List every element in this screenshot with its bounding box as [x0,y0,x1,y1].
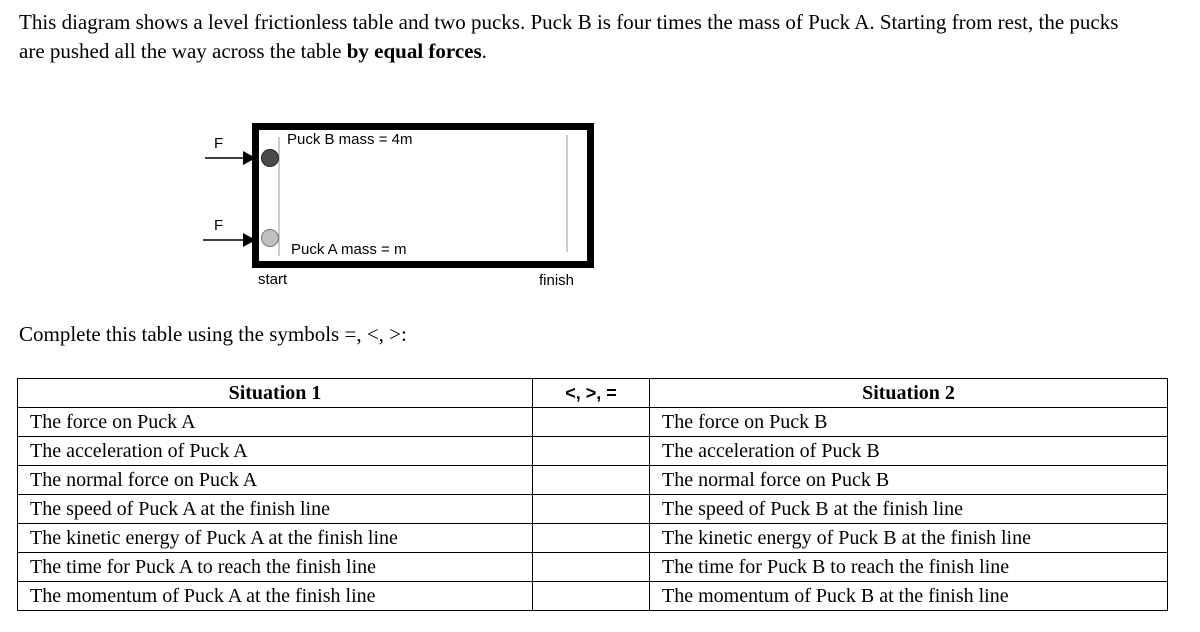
comparison-input[interactable] [532,436,650,466]
start-label: start [258,271,288,288]
finish-label: finish [539,272,575,289]
intro-end: . [481,39,487,63]
situation-2-cell: The kinetic energy of Puck B at the fini… [649,523,1168,553]
situation-1-cell: The normal force on Puck A [17,465,533,495]
comparison-table: Situation 1 <, >, = Situation 2 The forc… [17,378,1168,611]
puck-b-label: Puck B mass = 4m [287,131,413,148]
comparison-input[interactable] [532,581,650,611]
puck-a-label: Puck A mass = m [291,241,407,258]
table-row: The acceleration of Puck A The accelerati… [17,436,1168,466]
header-row: Situation 1 <, >, = Situation 2 [17,378,1168,408]
situation-1-cell: The force on Puck A [17,407,533,437]
situation-1-cell: The momentum of Puck A at the finish lin… [17,581,533,611]
intro-paragraph: This diagram shows a level frictionless … [19,8,1139,66]
situation-1-cell: The kinetic energy of Puck A at the fini… [17,523,533,553]
table-row: The momentum of Puck A at the finish lin… [17,581,1168,611]
force-label-bottom: F [214,217,224,234]
table-outline [252,123,594,268]
comparison-input[interactable] [532,552,650,582]
table-row: The force on Puck A The force on Puck B [17,407,1168,437]
intro-bold: by equal forces [346,39,482,63]
instructions: Complete this table using the symbols =,… [19,322,407,346]
situation-1-cell: The time for Puck A to reach the finish … [17,552,533,582]
situation-1-cell: The speed of Puck A at the finish line [17,494,533,524]
table-row: The time for Puck A to reach the finish … [17,552,1168,582]
table-row: The kinetic energy of Puck A at the fini… [17,523,1168,553]
situation-2-cell: The normal force on Puck B [649,465,1168,495]
comparison-input[interactable] [532,494,650,524]
arrowhead-top-icon [243,151,256,165]
puck-a [261,229,279,247]
table-row: The speed of Puck A at the finish line Th… [17,494,1168,524]
situation-2-cell: The acceleration of Puck B [649,436,1168,466]
intro-text: This diagram shows a level frictionless … [19,10,1119,63]
puck-b [261,149,279,167]
header-symbols: <, >, = [532,378,650,408]
situation-2-cell: The momentum of Puck B at the finish lin… [649,581,1168,611]
situation-2-cell: The time for Puck B to reach the finish … [649,552,1168,582]
arrowhead-bottom-icon [243,233,256,247]
header-situation-1: Situation 1 [17,378,533,408]
table-row: The normal force on Puck A The normal for… [17,465,1168,495]
comparison-input[interactable] [532,407,650,437]
situation-1-cell: The acceleration of Puck A [17,436,533,466]
comparison-input[interactable] [532,523,650,553]
situation-2-cell: The speed of Puck B at the finish line [649,494,1168,524]
force-label-top: F [214,135,224,152]
header-situation-2: Situation 2 [649,378,1168,408]
comparison-input[interactable] [532,465,650,495]
situation-2-cell: The force on Puck B [649,407,1168,437]
